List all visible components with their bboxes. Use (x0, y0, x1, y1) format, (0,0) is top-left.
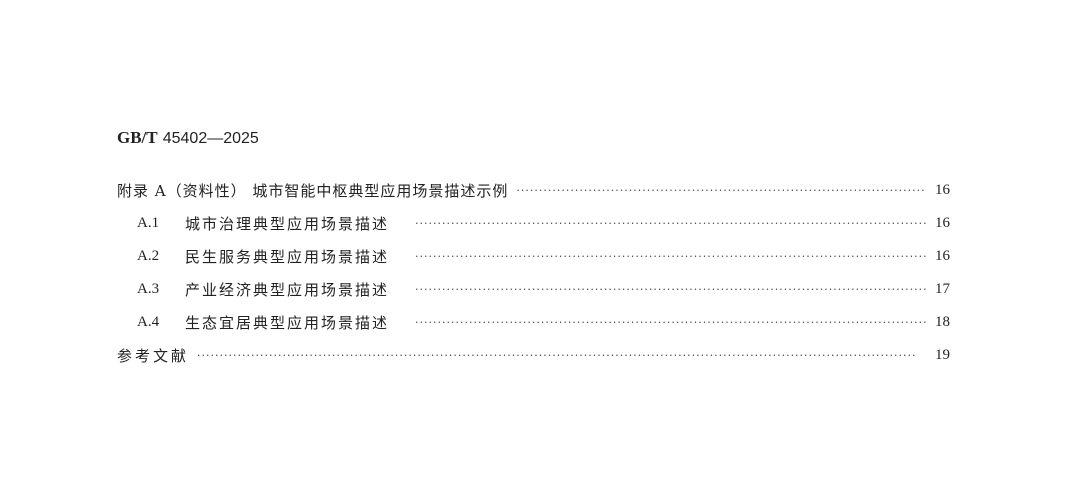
toc-number: A.3 (137, 280, 160, 297)
toc-title: 附录 A（资料性） 城市智能中枢典型应用场景描述示例 (117, 181, 509, 200)
toc-title: 民生服务典型应用场景描述 (185, 247, 390, 266)
toc-entry-a3[interactable]: A.3 产业经济典型应用场景描述 17 (137, 278, 950, 300)
toc-number: A.4 (137, 313, 160, 330)
toc-leader-dots (516, 184, 926, 197)
toc-leader-dots (415, 283, 926, 296)
standard-code: GB/T (117, 128, 158, 147)
toc-leader-dots (415, 217, 926, 230)
toc-leader-dots (197, 349, 926, 362)
toc-leader-dots (415, 316, 926, 329)
toc-page: 18 (935, 313, 950, 330)
toc-title: 参考文献 (117, 346, 190, 365)
toc-page: 16 (935, 214, 950, 231)
toc-page: 16 (935, 181, 950, 198)
toc-page: 16 (935, 247, 950, 264)
toc-entry-a1[interactable]: A.1 城市治理典型应用场景描述 16 (137, 212, 950, 234)
standard-id: 45402—2025 (162, 130, 259, 147)
toc-entry-a2[interactable]: A.2 民生服务典型应用场景描述 16 (137, 245, 950, 267)
toc-leader-dots (415, 250, 926, 263)
toc-title: 生态宜居典型应用场景描述 (185, 313, 390, 332)
toc-title: 产业经济典型应用场景描述 (185, 280, 390, 299)
toc-number: A.1 (137, 214, 160, 231)
toc-entry-appendix-a[interactable]: 附录 A（资料性） 城市智能中枢典型应用场景描述示例 16 (117, 179, 950, 201)
toc-number: A.2 (137, 247, 160, 264)
standard-number: GB/T 45402—2025 (117, 128, 259, 148)
toc-title: 城市治理典型应用场景描述 (185, 214, 390, 233)
toc-entry-references[interactable]: 参考文献 19 (117, 344, 950, 366)
toc-page: 17 (935, 280, 950, 297)
toc-entry-a4[interactable]: A.4 生态宜居典型应用场景描述 18 (137, 311, 950, 333)
toc-page: 19 (935, 346, 950, 363)
